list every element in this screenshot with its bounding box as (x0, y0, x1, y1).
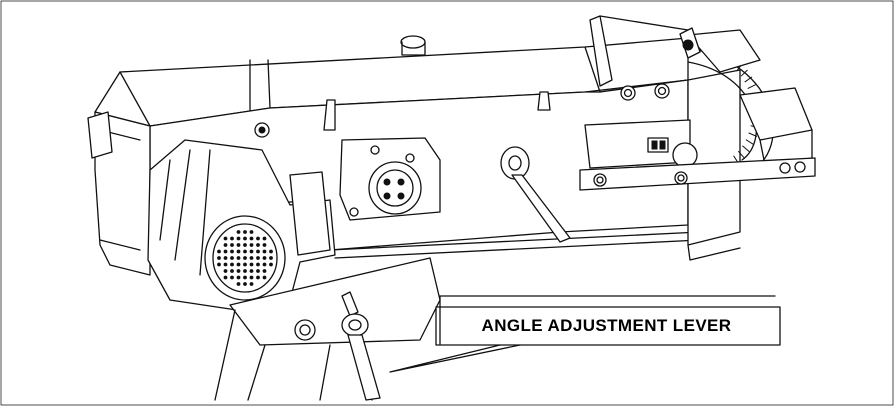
fan-hole (256, 249, 260, 254)
fan-hole (256, 256, 260, 260)
fan-hole (243, 269, 247, 273)
fan-hole (236, 236, 241, 241)
top-knob (400, 35, 426, 56)
fan-hole (236, 249, 241, 254)
fan-hole (243, 236, 247, 241)
fan-hole (249, 262, 254, 267)
fan-hole (249, 230, 254, 234)
fan-hole (256, 262, 260, 267)
fan-hole (230, 243, 234, 247)
fan-hole (223, 249, 228, 254)
fan-hole (262, 262, 267, 267)
fan-hole (230, 262, 234, 267)
fan-hole (269, 249, 273, 254)
fan-hole (243, 249, 247, 254)
fan-hole (223, 269, 228, 273)
fan-hole (249, 249, 254, 254)
housing-screw (254, 122, 270, 138)
fan-hole (230, 236, 234, 241)
fan-hole (223, 256, 228, 260)
fan-hole (236, 256, 241, 260)
fan-hole (223, 243, 228, 247)
belt-tooth (748, 132, 758, 137)
fan-hole (243, 282, 247, 286)
lid-clips (323, 91, 551, 131)
fan-hole (262, 249, 267, 254)
fan-hole (243, 243, 247, 247)
fan-hole (269, 256, 273, 260)
belt-tooth (745, 139, 754, 145)
fan-hole (230, 269, 234, 273)
fan-hole (249, 269, 254, 273)
fan-hole (230, 275, 234, 280)
fan-hole (256, 275, 260, 280)
fan-hole (230, 256, 234, 260)
callout (389, 295, 781, 373)
callout-label: ANGLE ADJUSTMENT LEVER (481, 316, 732, 335)
fan-hole (230, 249, 234, 254)
fan-hole (217, 262, 221, 267)
belt-tooth (744, 76, 753, 83)
fan-hole (249, 275, 254, 280)
fan-hole (262, 275, 267, 280)
fan-hole (243, 275, 247, 280)
fan-grill (217, 230, 273, 286)
fan-hole (236, 275, 241, 280)
angle-adjustment-lever (341, 291, 381, 401)
fan-hole (262, 269, 267, 273)
fan-hole (262, 236, 267, 241)
belt-tooth (747, 84, 756, 90)
fan-hole (236, 243, 241, 247)
belt-tooth (742, 145, 750, 152)
belt-tooth (737, 150, 745, 159)
fan-hole (262, 243, 267, 247)
fan-hole (243, 230, 247, 234)
motor (147, 139, 336, 313)
fan-hole (243, 262, 247, 267)
fan-hole (236, 269, 241, 273)
fan-hole (236, 230, 241, 234)
power-connector (339, 137, 441, 221)
fan-hole (249, 256, 254, 260)
fan-hole (249, 236, 254, 241)
tension-lever (500, 146, 571, 243)
fan-hole (217, 249, 221, 254)
stand (214, 257, 441, 401)
fan-hole (223, 262, 228, 267)
fan-hole (217, 256, 221, 260)
top-guard-plate (589, 15, 689, 87)
fan-hole (243, 256, 247, 260)
fan-hole (223, 275, 228, 280)
fan-hole (262, 256, 267, 260)
fan-hole (236, 262, 241, 267)
fan-hole (236, 282, 241, 286)
fan-hole (256, 269, 260, 273)
belt-wheel-assembly (579, 27, 816, 191)
fan-hole (223, 236, 228, 241)
fan-hole (256, 243, 260, 247)
belt-tooth (740, 69, 748, 77)
fan-hole (256, 236, 260, 241)
fan-hole (249, 282, 254, 286)
machine-housing (87, 37, 741, 276)
fan-hole (249, 243, 254, 247)
fan-hole (269, 262, 273, 267)
